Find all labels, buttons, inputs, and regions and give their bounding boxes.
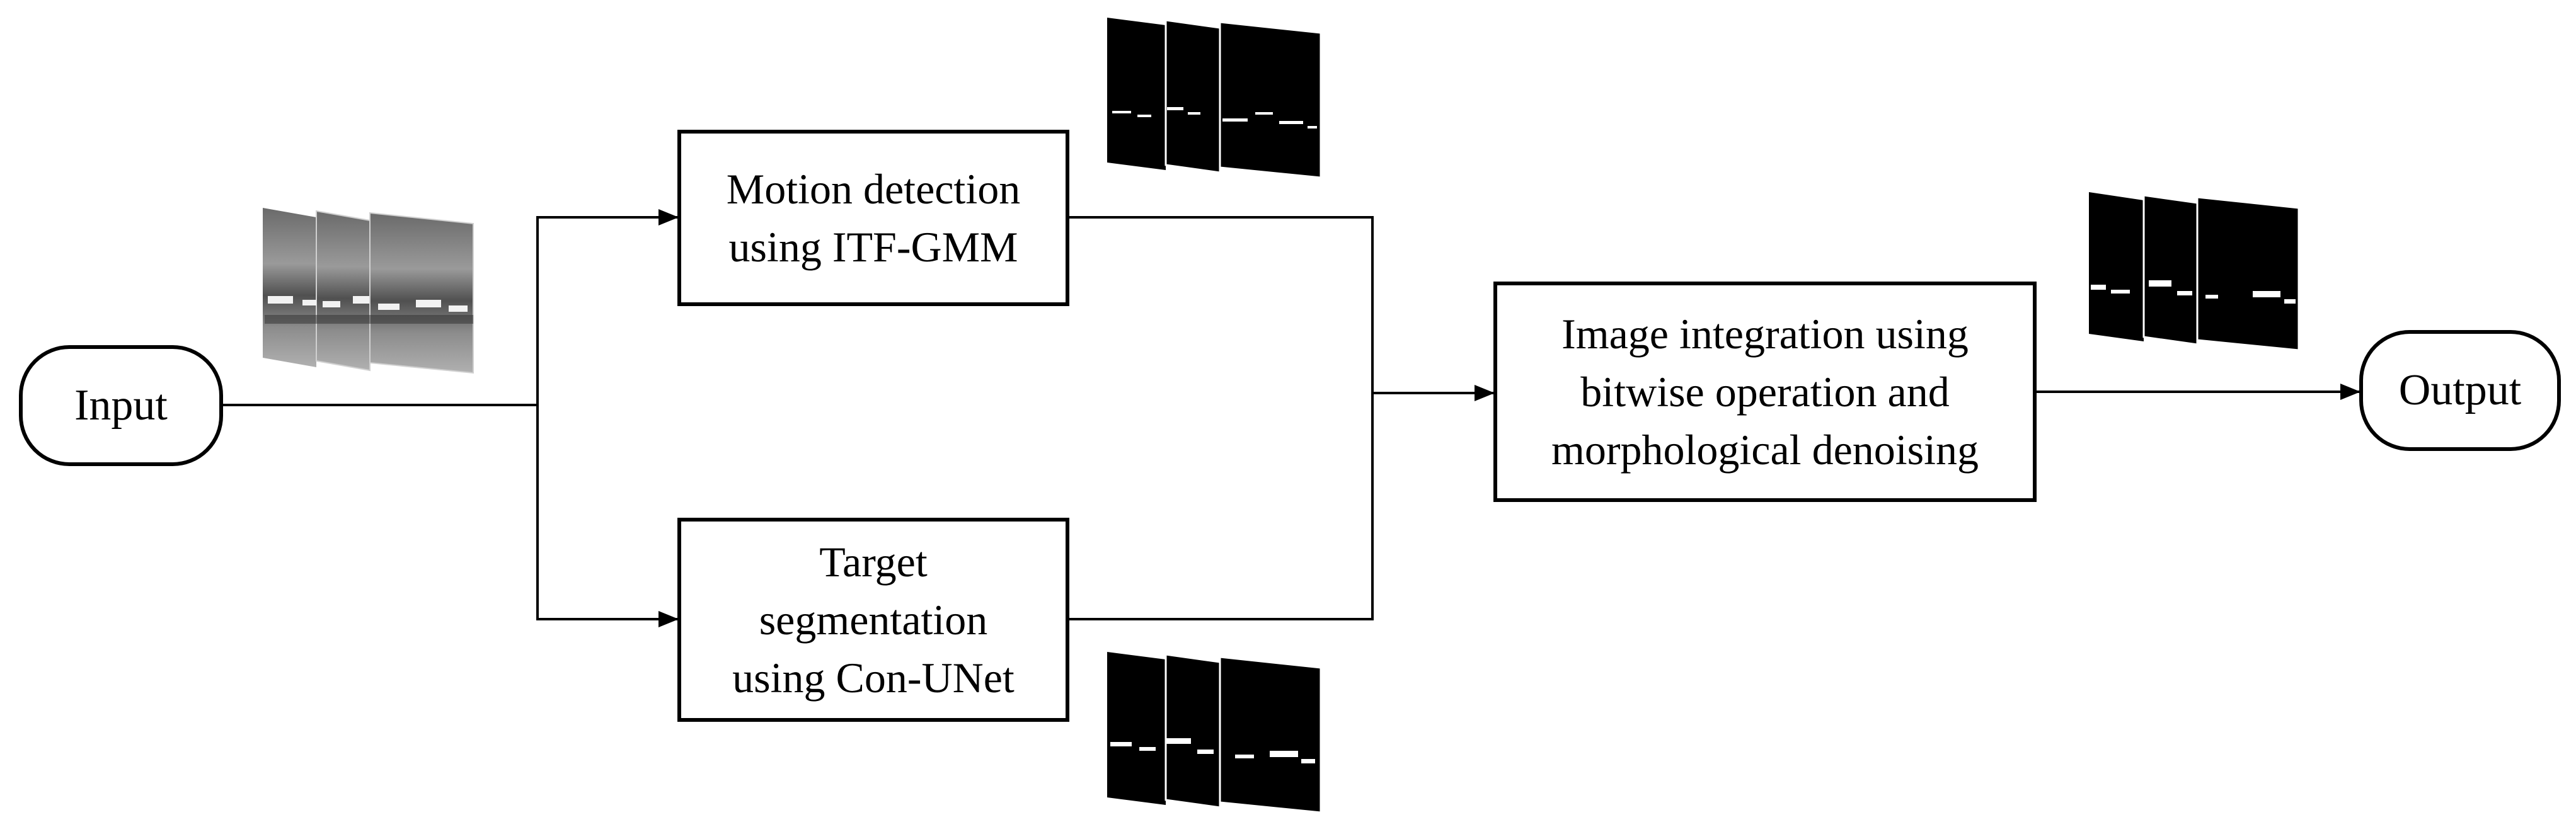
output-terminal: Output bbox=[2359, 330, 2561, 451]
image-integration-box: Image integration using bitwise operatio… bbox=[1493, 282, 2037, 502]
target-segmentation-box: Target segmentation using Con-UNet bbox=[677, 518, 1069, 722]
segmentation-line-3: using Con-UNet bbox=[732, 654, 1015, 702]
integration-line-2: bitwise operation and bbox=[1580, 368, 1950, 416]
segmentation-mask-frames-icon bbox=[1107, 652, 1322, 814]
motion-mask-frames-icon bbox=[1107, 18, 1322, 179]
input-terminal: Input bbox=[19, 345, 223, 466]
input-thermal-frames-icon bbox=[263, 208, 474, 374]
integration-line-3: morphological denoising bbox=[1551, 426, 1979, 474]
output-mask-frames-icon bbox=[2089, 192, 2300, 351]
motion-line-2: using ITF-GMM bbox=[728, 223, 1018, 271]
output-label: Output bbox=[2398, 366, 2522, 414]
integration-line-1: Image integration using bbox=[1561, 310, 1969, 358]
motion-line-1: Motion detection bbox=[726, 165, 1021, 213]
input-label: Input bbox=[74, 381, 168, 430]
segmentation-line-1: Target bbox=[819, 538, 928, 586]
segmentation-line-2: segmentation bbox=[759, 596, 988, 644]
motion-detection-box: Motion detection using ITF-GMM bbox=[677, 130, 1069, 306]
